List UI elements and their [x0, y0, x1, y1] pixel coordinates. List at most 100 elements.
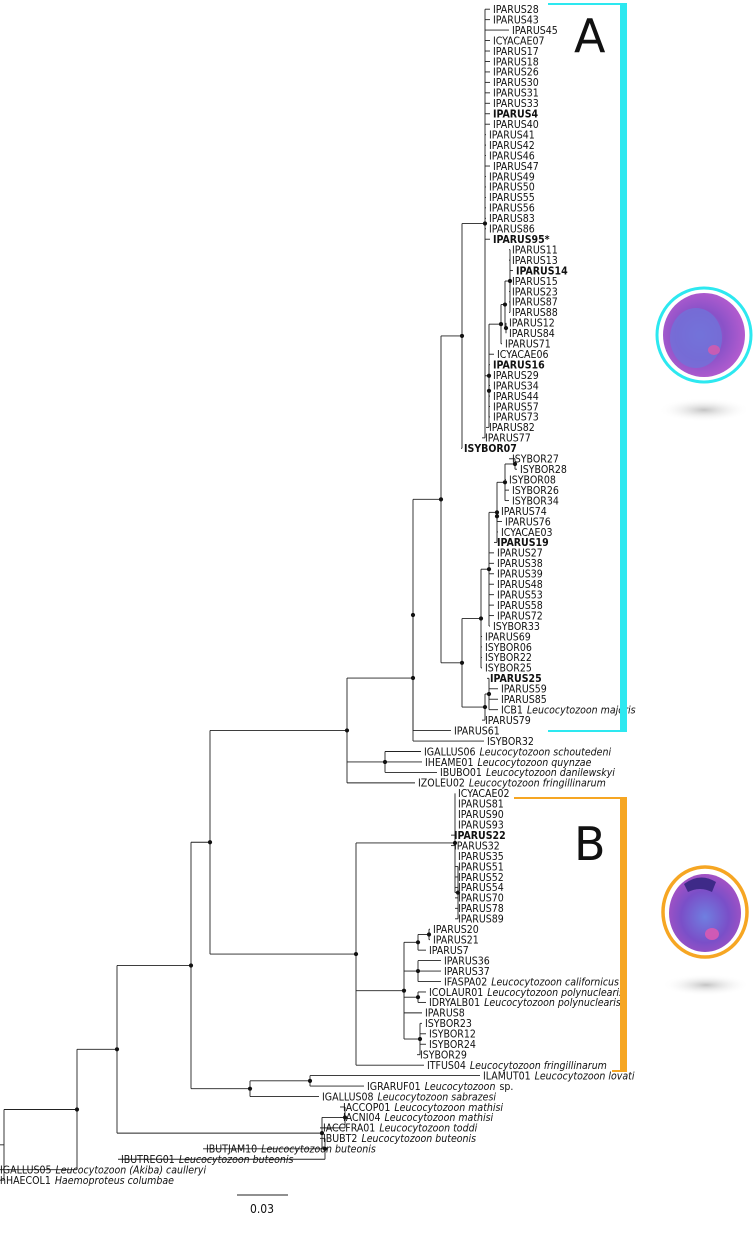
taxon-id: ISYBOR26: [512, 485, 559, 497]
taxon-id: IGRARUF01: [367, 1081, 421, 1093]
scale-bar: 0.03: [237, 1194, 288, 1216]
tip-label: IPARUS19: [497, 537, 549, 549]
cell-b-spot: [705, 928, 719, 940]
tip-label: IPARUS79: [485, 715, 531, 727]
taxon-id: ISYBOR29: [420, 1050, 467, 1062]
taxon-id: IPARUS44: [493, 391, 539, 403]
support-node: [438, 497, 444, 502]
tip-label: IPARUS48: [497, 579, 543, 591]
species-name: Leucocytozoon: [425, 1081, 496, 1093]
taxon-id: IPARUS8: [425, 1008, 465, 1020]
support-node: [503, 325, 509, 331]
tip-label: IPARUS50: [489, 182, 535, 194]
tip-label: IPARUS15: [512, 276, 558, 288]
tip-label: ISYBOR33: [493, 621, 540, 633]
taxon-id: IPARUS70: [458, 893, 504, 905]
species-name: Leucocytozoon fringillinarum: [469, 778, 606, 790]
support-node: [486, 691, 492, 697]
support-node: [415, 995, 421, 1000]
tip-label: IPARUS7: [429, 945, 469, 957]
tip-label: IPARUS87: [512, 297, 558, 309]
support-node: [415, 968, 421, 974]
clade-a-bracket: A: [548, 3, 627, 732]
support-node: [74, 1107, 80, 1112]
taxon-id: IGALLUS06: [424, 746, 476, 758]
tip-label: IPARUS61: [454, 725, 500, 737]
cell-b-body: [669, 874, 741, 952]
clade-a-bar: [620, 3, 627, 732]
tip-label: IPARUS13: [512, 255, 558, 267]
taxon-id: ISYBOR08: [509, 474, 556, 486]
tip-label: ISYBOR12: [429, 1029, 476, 1041]
tip-label: IPARUS8: [425, 1008, 465, 1020]
tip-label: IPARUS70: [458, 893, 504, 905]
taxon-id: IPARUS83: [489, 213, 535, 225]
taxon-id: hHAECOL1: [0, 1175, 51, 1187]
taxon-id: IPARUS51: [458, 861, 504, 873]
tip-label: IPARUS31: [493, 88, 539, 100]
taxon-id: IPARUS13: [512, 255, 558, 267]
tip-label: IPARUS54: [458, 882, 504, 894]
scale-bar-label: 0.03: [250, 1202, 274, 1216]
tip-label: ISYBOR08: [509, 474, 556, 486]
tip-label: IPARUS88: [512, 307, 558, 319]
taxon-id: ILAMUT01: [483, 1070, 531, 1082]
species-name: Leucocytozoon buteonis: [261, 1144, 376, 1156]
tree-nodes: [74, 221, 518, 1151]
support-node: [307, 1078, 313, 1083]
tip-label: IPARUS76: [505, 516, 551, 528]
species-name: Leucocytozoon (Akiba) caulleryi: [56, 1165, 207, 1177]
tip-label: ICYACAE06: [497, 349, 548, 361]
taxon-id: IGALLUS08: [322, 1091, 374, 1103]
tip-label: IPARUS53: [497, 589, 543, 601]
taxon-id: ISYBOR27: [512, 454, 559, 466]
tip-label: IPARUS55: [489, 192, 535, 204]
tip-label: IPARUS36: [444, 955, 490, 967]
taxon-id: IPARUS81: [458, 799, 504, 811]
taxon-id: IPARUS25: [490, 673, 542, 685]
taxon-id: IPARUS58: [497, 600, 543, 612]
taxon-id: IACCOP01: [343, 1102, 390, 1114]
taxon-id: ICYACAE06: [497, 349, 548, 361]
support-node: [415, 940, 421, 945]
taxon-id: IPARUS15: [512, 276, 558, 288]
tip-label: IPARUS44: [493, 391, 539, 403]
taxon-id: IPARUS26: [493, 67, 539, 79]
support-node: [319, 1131, 325, 1136]
species-name: Leucocytozoon polynuclearis: [487, 987, 624, 999]
tip-label: IPARUS20: [433, 924, 479, 936]
tip-label: ISYBOR26: [512, 485, 559, 497]
taxon-id: IPARUS73: [493, 412, 539, 424]
taxon-id: IPARUS32: [454, 840, 500, 852]
tip-label: ISYBOR07: [464, 443, 517, 455]
tip-label: IPARUS52: [458, 872, 504, 884]
taxon-id: ICOLAUR01: [429, 987, 483, 999]
support-node: [342, 1115, 348, 1120]
tip-label: ISYBOR25: [485, 663, 532, 675]
support-node: [482, 704, 488, 710]
taxon-id: IPARUS52: [458, 872, 504, 884]
tip-label: ICYACAE03: [501, 527, 552, 539]
taxon-id: IPARUS31: [493, 88, 539, 100]
clade-a-letter: A: [574, 9, 606, 63]
species-name: Leucocytozoon polynuclearis: [484, 997, 621, 1009]
tip-label: IPARUS51: [458, 861, 504, 873]
taxon-id: IPARUS36: [444, 955, 490, 967]
tip-label: ICYACAE02: [458, 788, 509, 800]
taxon-id: IPARUS90: [458, 809, 504, 821]
support-node: [486, 373, 492, 378]
tip-label: IPARUS71: [505, 339, 551, 351]
taxon-id: IPARUS46: [489, 150, 535, 162]
support-node: [188, 963, 194, 968]
taxon-id: IPARUS85: [501, 694, 547, 706]
support-node: [410, 675, 416, 681]
support-node: [478, 616, 484, 621]
tip-label: IPARUS22: [454, 830, 506, 842]
tip-label: ISYBOR34: [512, 495, 559, 507]
tip-label: IPARUS84: [509, 328, 555, 340]
